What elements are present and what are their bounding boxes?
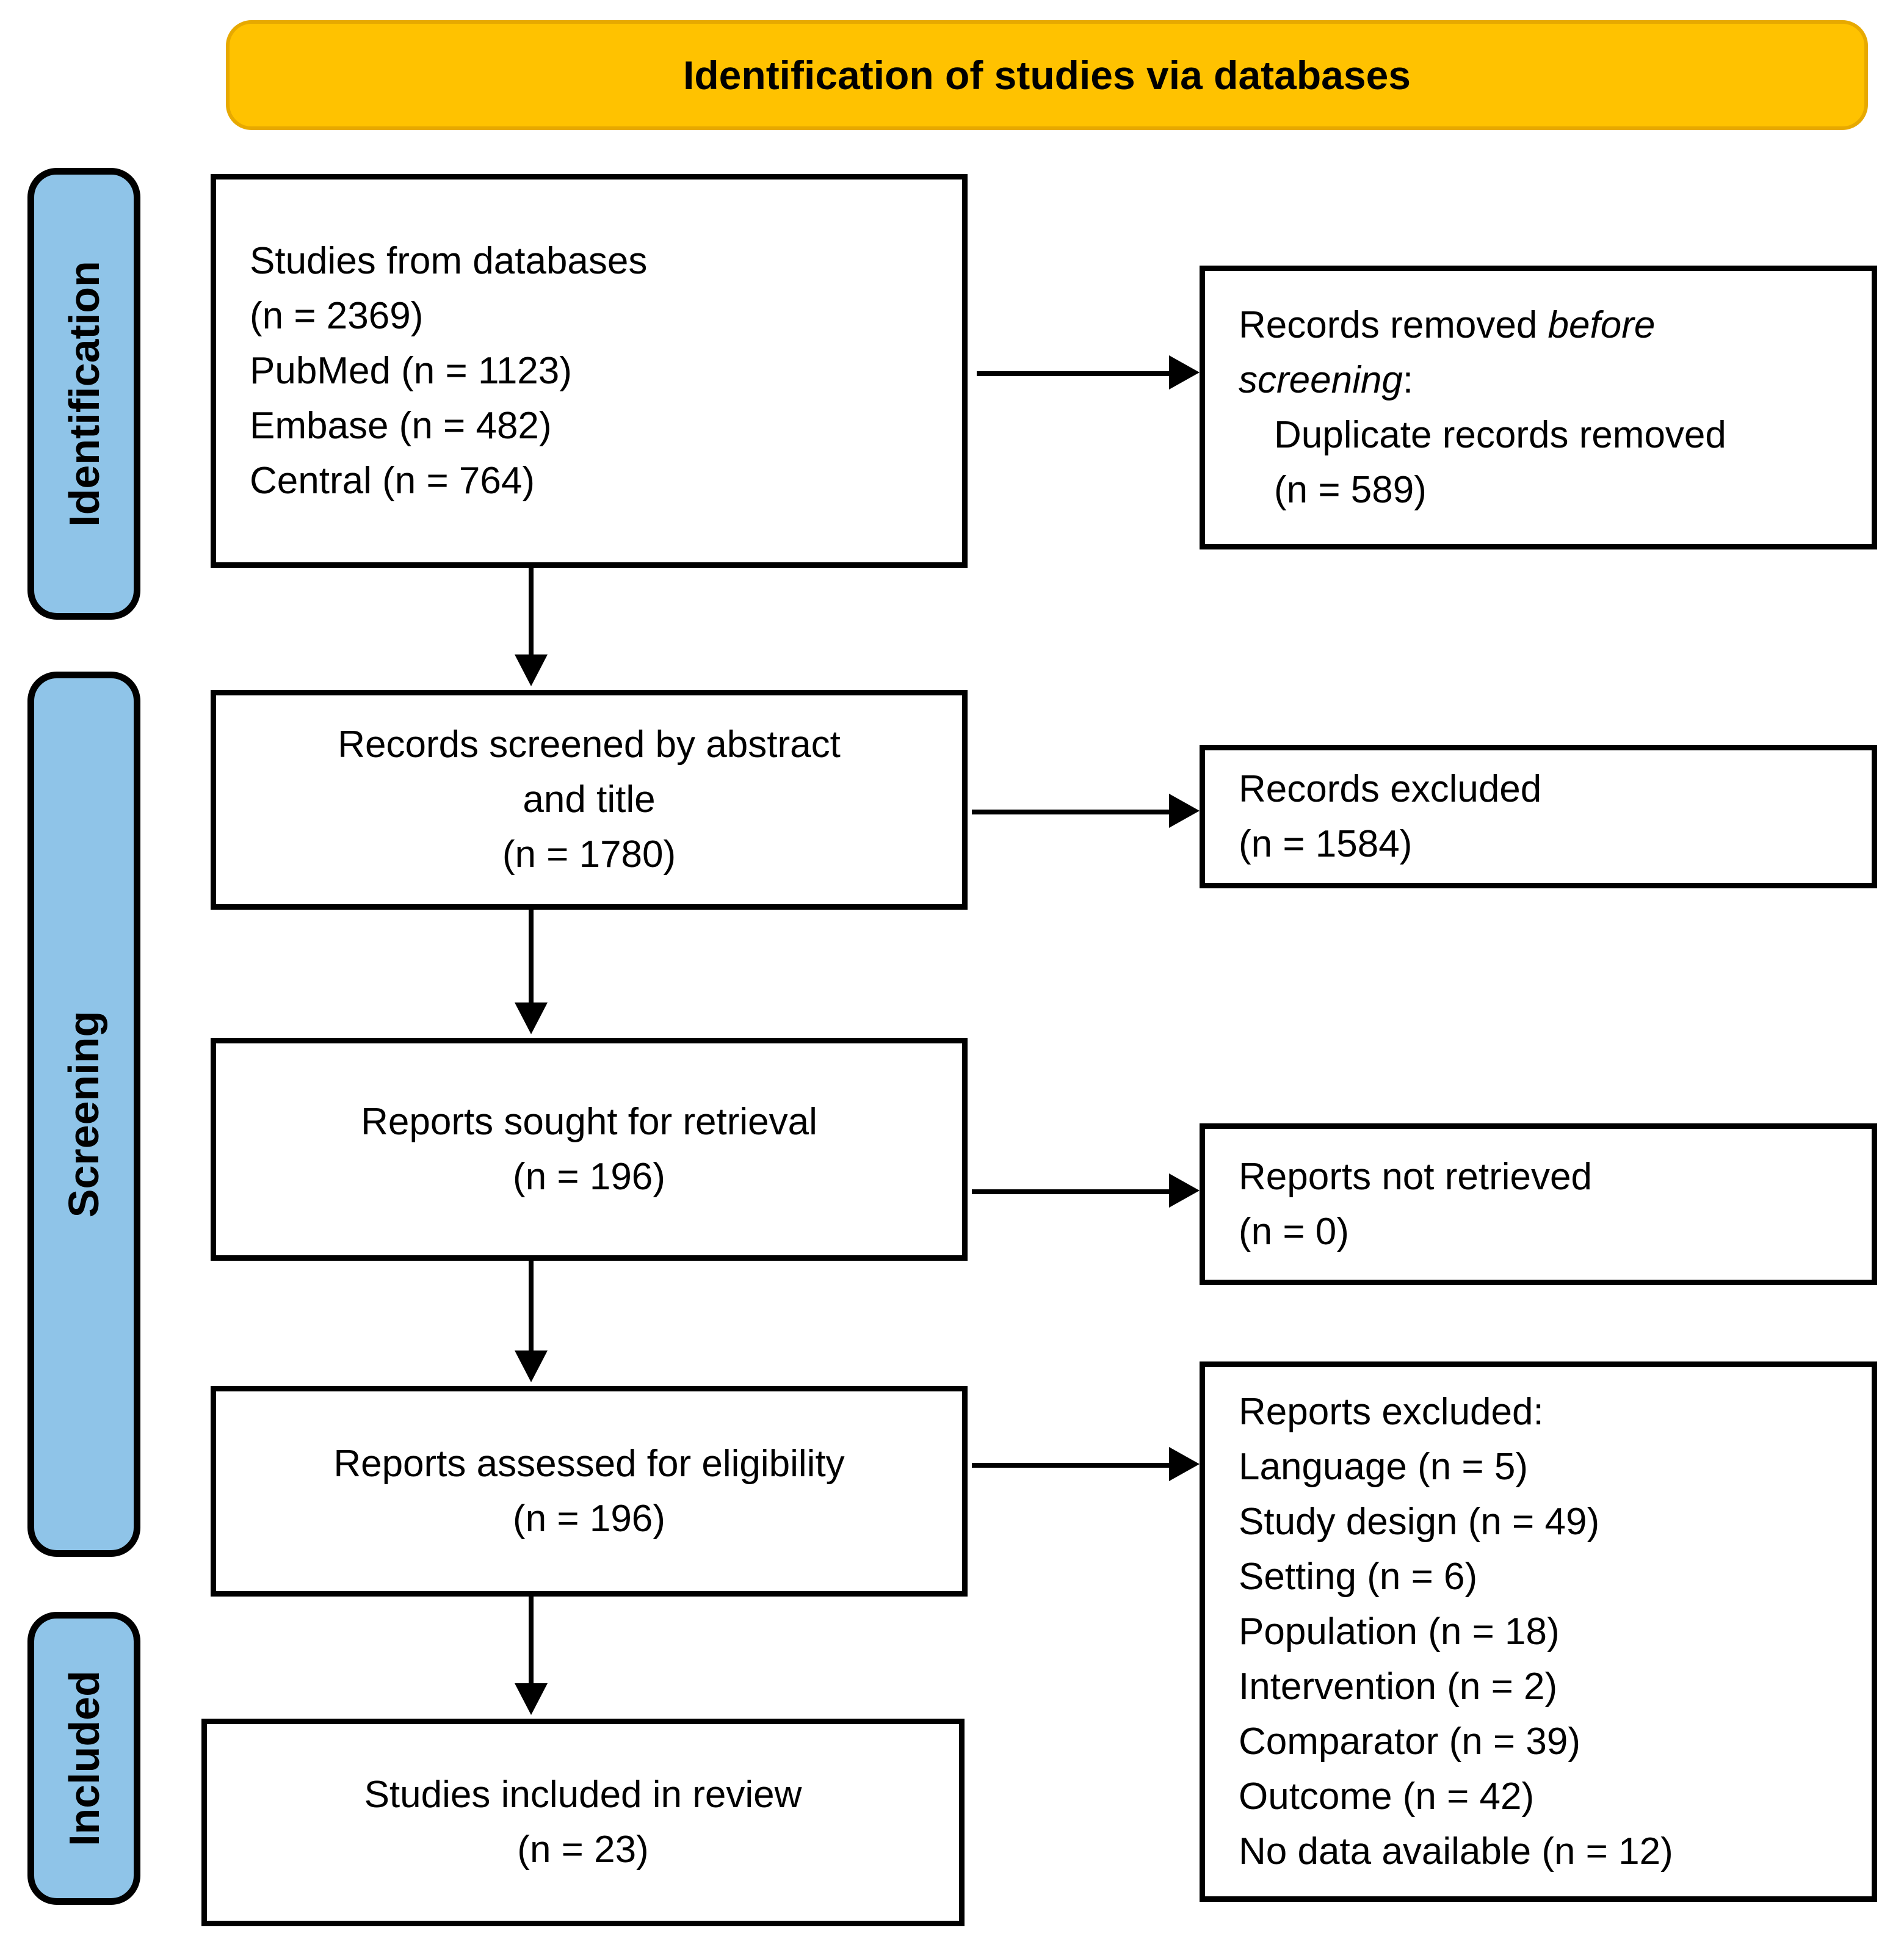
box-line: and title xyxy=(523,778,656,821)
arrow-head-down-icon xyxy=(515,1350,548,1382)
arrow-line-sought-to-assessed xyxy=(529,1261,534,1355)
box-line: Population (n = 18) xyxy=(1239,1610,1560,1653)
box-line: Studies included in review xyxy=(364,1774,802,1816)
stage-label-screening: Screening xyxy=(27,672,140,1557)
records-excluded-box: Records excluded (n = 1584) xyxy=(1200,745,1877,888)
box-line: (n = 1780) xyxy=(502,833,676,876)
box-line: Outcome (n = 42) xyxy=(1239,1775,1535,1818)
stage-label-identification: Identification xyxy=(27,168,140,620)
arrow-head-right-icon xyxy=(1169,794,1200,828)
arrow-line-databases-to-removed xyxy=(977,371,1172,376)
box-line: (n = 589) xyxy=(1274,468,1427,511)
text-segment: : xyxy=(1402,358,1414,401)
stage-label-text: Included xyxy=(60,1670,108,1846)
arrow-head-right-icon xyxy=(1169,1447,1200,1481)
box-line: Records excluded xyxy=(1239,767,1542,810)
box-line: No data available (n = 12) xyxy=(1239,1830,1673,1873)
box-line: Reports sought for retrieval xyxy=(361,1100,817,1143)
box-line: Central (n = 764) xyxy=(250,459,535,502)
arrow-line-databases-to-screened xyxy=(529,568,534,659)
box-line: Embase (n = 482) xyxy=(250,404,552,447)
box-line: Reports excluded: xyxy=(1239,1390,1544,1433)
arrow-line-assessed-to-included xyxy=(529,1597,534,1688)
stage-label-included: Included xyxy=(27,1612,140,1905)
studies-from-databases-box: Studies from databases (n = 2369) PubMed… xyxy=(211,174,968,568)
box-line: (n = 23) xyxy=(517,1829,649,1871)
text-segment: Records removed xyxy=(1239,303,1548,346)
reports-sought-box: Reports sought for retrieval (n = 196) xyxy=(211,1038,968,1261)
box-line: Reports assessed for eligibility xyxy=(333,1442,845,1485)
box-line: Records screened by abstract xyxy=(338,723,841,766)
box-line: Comparator (n = 39) xyxy=(1239,1720,1580,1763)
diagram-header: Identification of studies via databases xyxy=(226,20,1868,130)
records-screened-box: Records screened by abstract and title (… xyxy=(211,690,968,910)
box-line: Study design (n = 49) xyxy=(1239,1500,1600,1543)
box-line: Setting (n = 6) xyxy=(1239,1555,1478,1598)
box-line: Records removed before xyxy=(1239,298,1655,353)
text-segment-italic: before xyxy=(1547,303,1656,346)
box-line: Reports not retrieved xyxy=(1239,1155,1592,1198)
stage-label-text: Screening xyxy=(60,1010,108,1218)
reports-excluded-box: Reports excluded: Language (n = 5) Study… xyxy=(1200,1361,1877,1902)
arrow-line-assessed-to-excluded xyxy=(972,1463,1172,1468)
box-line: (n = 196) xyxy=(513,1155,665,1198)
arrow-head-right-icon xyxy=(1169,1173,1200,1208)
diagram-title: Identification of studies via databases xyxy=(683,53,1411,98)
box-line: Studies from databases xyxy=(250,239,648,282)
box-line: (n = 2369) xyxy=(250,294,424,337)
arrow-line-screened-to-excluded xyxy=(972,810,1172,814)
box-line: (n = 1584) xyxy=(1239,822,1413,865)
box-line: (n = 196) xyxy=(513,1497,665,1540)
box-line: Language (n = 5) xyxy=(1239,1445,1528,1488)
text-segment-italic: screening xyxy=(1239,358,1403,401)
arrow-head-right-icon xyxy=(1169,355,1200,390)
reports-assessed-box: Reports assessed for eligibility (n = 19… xyxy=(211,1386,968,1597)
studies-included-box: Studies included in review (n = 23) xyxy=(201,1719,965,1926)
box-line: PubMed (n = 1123) xyxy=(250,349,572,392)
arrow-head-down-icon xyxy=(515,654,548,686)
arrow-head-down-icon xyxy=(515,1683,548,1715)
records-removed-before-screening-box: Records removed before screening: Duplic… xyxy=(1200,266,1877,549)
reports-not-retrieved-box: Reports not retrieved (n = 0) xyxy=(1200,1123,1877,1285)
stage-label-text: Identification xyxy=(60,261,108,527)
box-line: Duplicate records removed xyxy=(1274,413,1726,456)
arrow-line-sought-to-notretrieved xyxy=(972,1189,1172,1194)
box-line: Intervention (n = 2) xyxy=(1239,1665,1558,1708)
arrow-line-screened-to-sought xyxy=(529,910,534,1007)
box-line: screening: xyxy=(1239,353,1413,408)
arrow-head-down-icon xyxy=(515,1002,548,1034)
box-line: (n = 0) xyxy=(1239,1210,1349,1253)
